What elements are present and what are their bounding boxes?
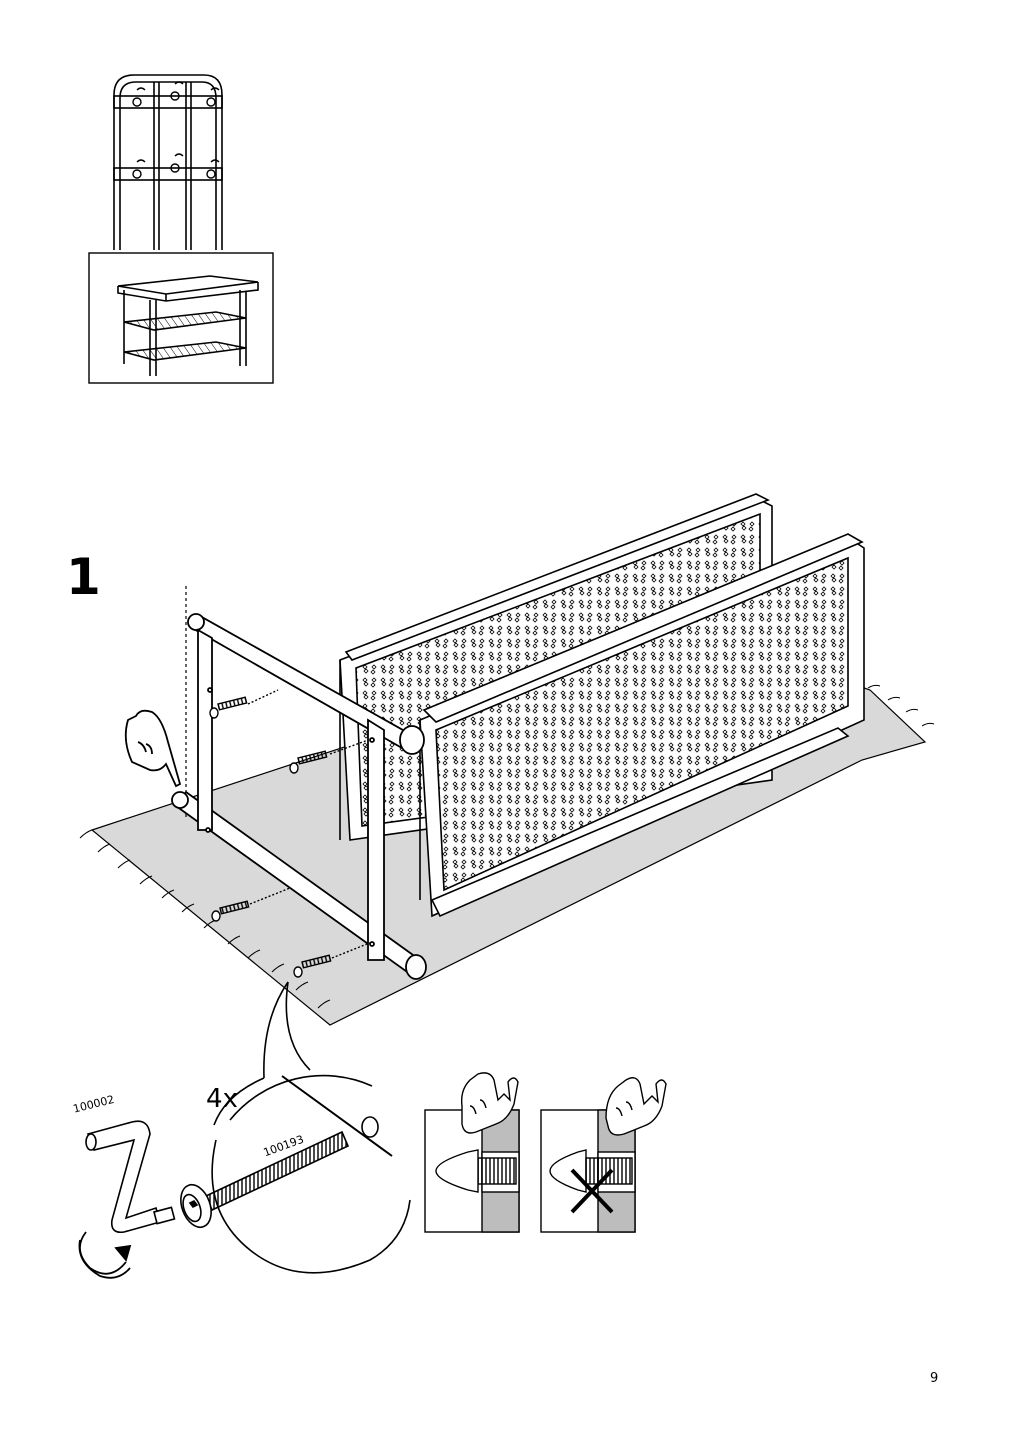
correct-flush-bolt-icon xyxy=(424,1072,520,1233)
screws xyxy=(209,689,373,978)
quantity-label: 4x xyxy=(206,1084,238,1114)
page-number: 9 xyxy=(930,1371,939,1386)
detail-callout xyxy=(211,981,411,1274)
allen-key-icon xyxy=(85,1120,176,1234)
side-frame xyxy=(171,586,427,980)
front-panel xyxy=(419,533,865,918)
step-number: 1 xyxy=(66,548,101,606)
coat-rack-bench-icon xyxy=(88,74,274,384)
bolt-icon xyxy=(180,1130,350,1229)
rotate-arrow-icon xyxy=(78,1231,132,1279)
incorrect-gap-bolt-icon xyxy=(540,1077,667,1233)
pointing-hand-icon xyxy=(124,709,182,788)
